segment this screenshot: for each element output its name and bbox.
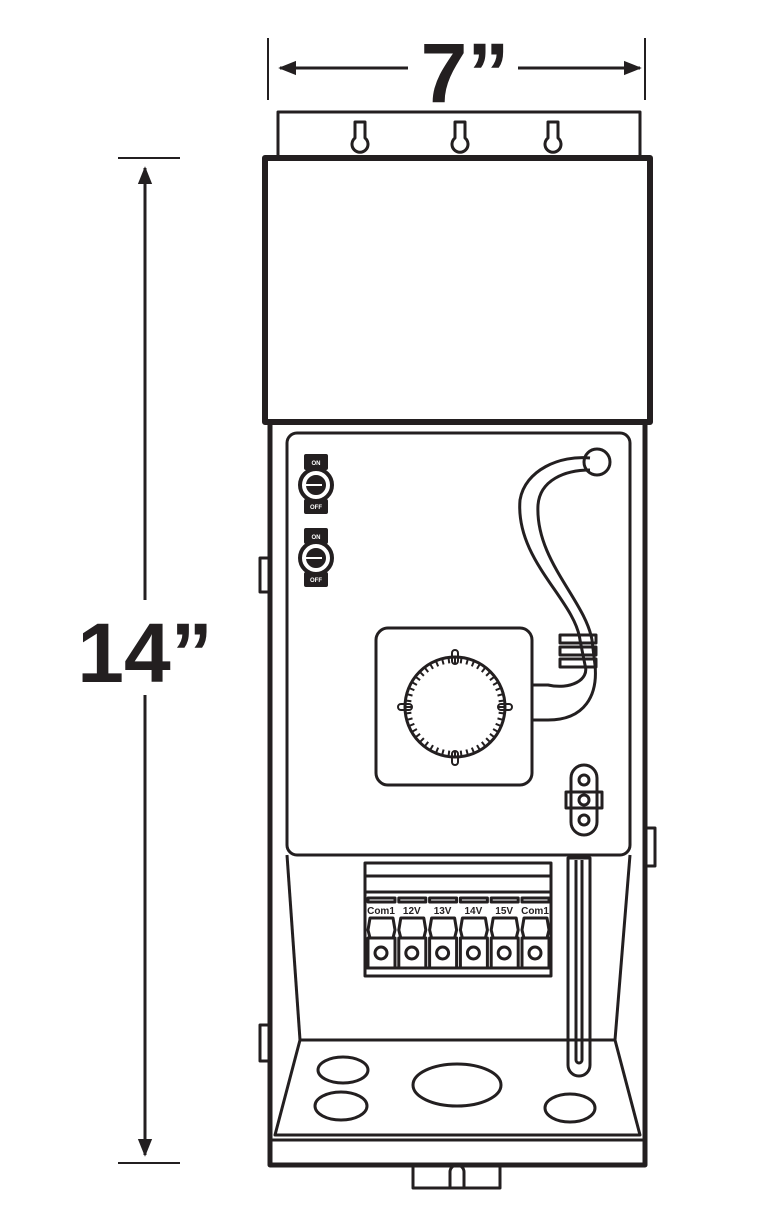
svg-text:ON: ON — [312, 461, 321, 467]
dial-tick — [492, 681, 499, 686]
dial-tick — [418, 670, 425, 677]
dial-tick — [411, 681, 418, 686]
terminal-label: Com1 — [367, 906, 395, 917]
terminal-label: 13V — [434, 906, 452, 917]
dial-tick — [465, 658, 469, 665]
terminal-label: 12V — [403, 906, 421, 917]
dial-tick — [411, 728, 418, 733]
dial-tick — [441, 749, 445, 756]
fuse-holder[interactable] — [564, 763, 604, 837]
dial-tick — [489, 732, 496, 739]
dial-tick — [418, 737, 425, 744]
dial-tick — [434, 747, 440, 754]
svg-text:OFF: OFF — [310, 505, 322, 511]
terminal-block: Com1 12V 13V 14V 15V Com1 — [363, 861, 553, 978]
dial-tick — [495, 686, 502, 692]
keyhole-icon — [450, 120, 470, 154]
dial-tick — [470, 660, 476, 667]
knockout-hole — [543, 1092, 597, 1124]
enclosure-body — [258, 419, 657, 1190]
keyhole-icon — [543, 120, 563, 154]
dial-tick — [492, 728, 499, 733]
terminal-label: Com1 — [521, 906, 549, 917]
lid — [262, 155, 653, 425]
keyhole-icon — [350, 120, 370, 154]
ground-rod — [566, 856, 592, 1078]
width-label: 7” — [421, 26, 510, 120]
dial-tick — [406, 717, 413, 721]
dial-tick — [429, 663, 434, 670]
dial-tick — [497, 717, 504, 721]
photocell-cord — [518, 447, 612, 722]
height-label: 14” — [77, 606, 212, 700]
dial-tick — [414, 732, 421, 739]
terminal-label: 14V — [465, 906, 483, 917]
dial-tick — [498, 711, 505, 715]
terminal-5[interactable]: Com1 — [520, 896, 551, 970]
timer-dial[interactable] — [374, 626, 534, 787]
dial-tick — [447, 750, 451, 757]
dial-tick — [406, 693, 413, 697]
power-switch-1[interactable]: ON OFF — [298, 454, 334, 514]
terminal-4[interactable]: 15V — [489, 896, 520, 970]
power-switch-2[interactable]: ON OFF — [298, 528, 334, 587]
dial-tick — [414, 675, 421, 682]
dial-tick — [423, 666, 430, 673]
terminal-0[interactable]: Com1 — [366, 896, 397, 970]
terminal-1[interactable]: 12V — [397, 896, 428, 970]
dial-tick — [495, 722, 502, 728]
terminal-3[interactable]: 14V — [458, 896, 489, 970]
terminal-2[interactable]: 13V — [428, 896, 459, 970]
dial-tick — [408, 722, 415, 728]
svg-text:OFF: OFF — [310, 578, 322, 584]
dial-tick — [476, 744, 481, 751]
dial-tick — [434, 660, 440, 667]
dial-tick — [497, 693, 504, 697]
dial-tick — [447, 657, 451, 664]
terminal-label: 15V — [495, 906, 513, 917]
dial-tick — [423, 741, 430, 748]
knockout-hole — [313, 1090, 369, 1122]
dial-tick — [459, 750, 463, 757]
dial-tick — [476, 663, 481, 670]
svg-text:ON: ON — [312, 535, 321, 541]
dial-tick — [489, 675, 496, 682]
knockout-hole — [411, 1062, 503, 1108]
width-dimension: 7” — [267, 26, 646, 120]
dial-tick — [405, 711, 412, 715]
dial-tick — [429, 744, 434, 751]
dial-tick — [408, 686, 415, 692]
knockout-hole — [316, 1055, 370, 1085]
photocell-icon — [582, 447, 612, 477]
dial-tick — [459, 657, 463, 664]
dial-tick — [465, 749, 469, 756]
height-dimension: 14” — [77, 157, 213, 1164]
dial-tick — [480, 741, 487, 748]
dial-tick — [441, 658, 445, 665]
dial-tick — [485, 670, 492, 677]
dial-tick — [480, 666, 487, 673]
dial-tick — [498, 699, 505, 703]
dial-tick — [405, 699, 412, 703]
dial-tick — [485, 737, 492, 744]
dial-tick — [470, 747, 476, 754]
